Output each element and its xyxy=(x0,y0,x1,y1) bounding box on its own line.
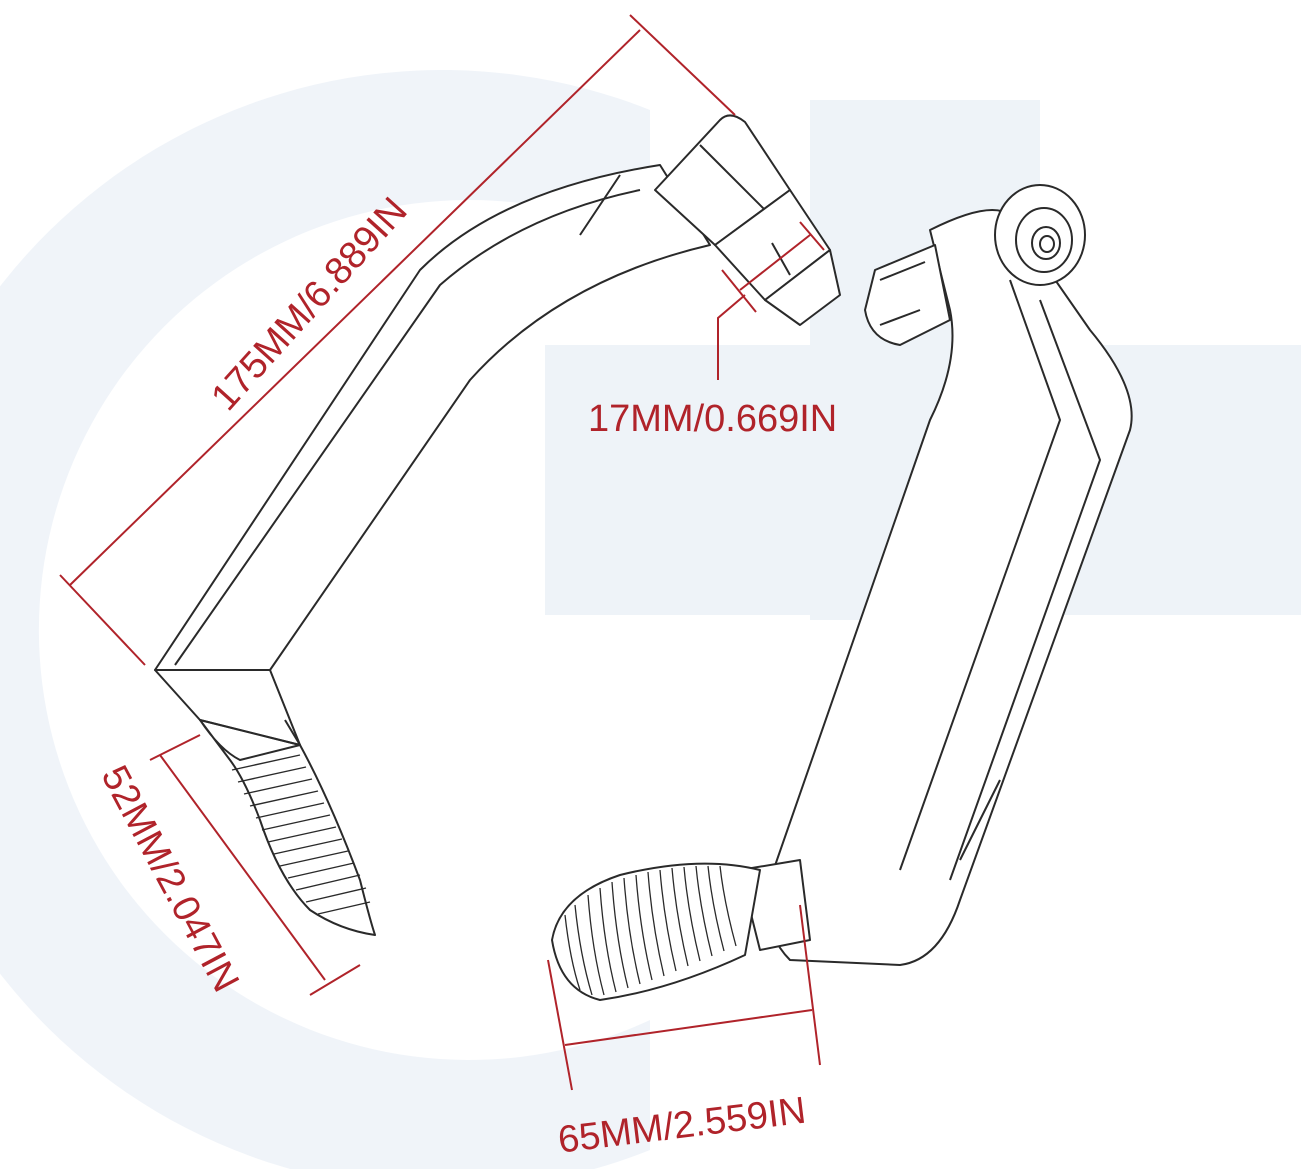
grip-ridges-right xyxy=(564,865,737,996)
bar-end-diameter-label: 17MM/0.669IN xyxy=(588,398,838,440)
dimension-lines xyxy=(59,14,825,1091)
right-lever-guard-drawing xyxy=(551,184,1133,1001)
left-lever-guard-drawing xyxy=(154,114,841,936)
grip-ridges xyxy=(231,754,371,915)
